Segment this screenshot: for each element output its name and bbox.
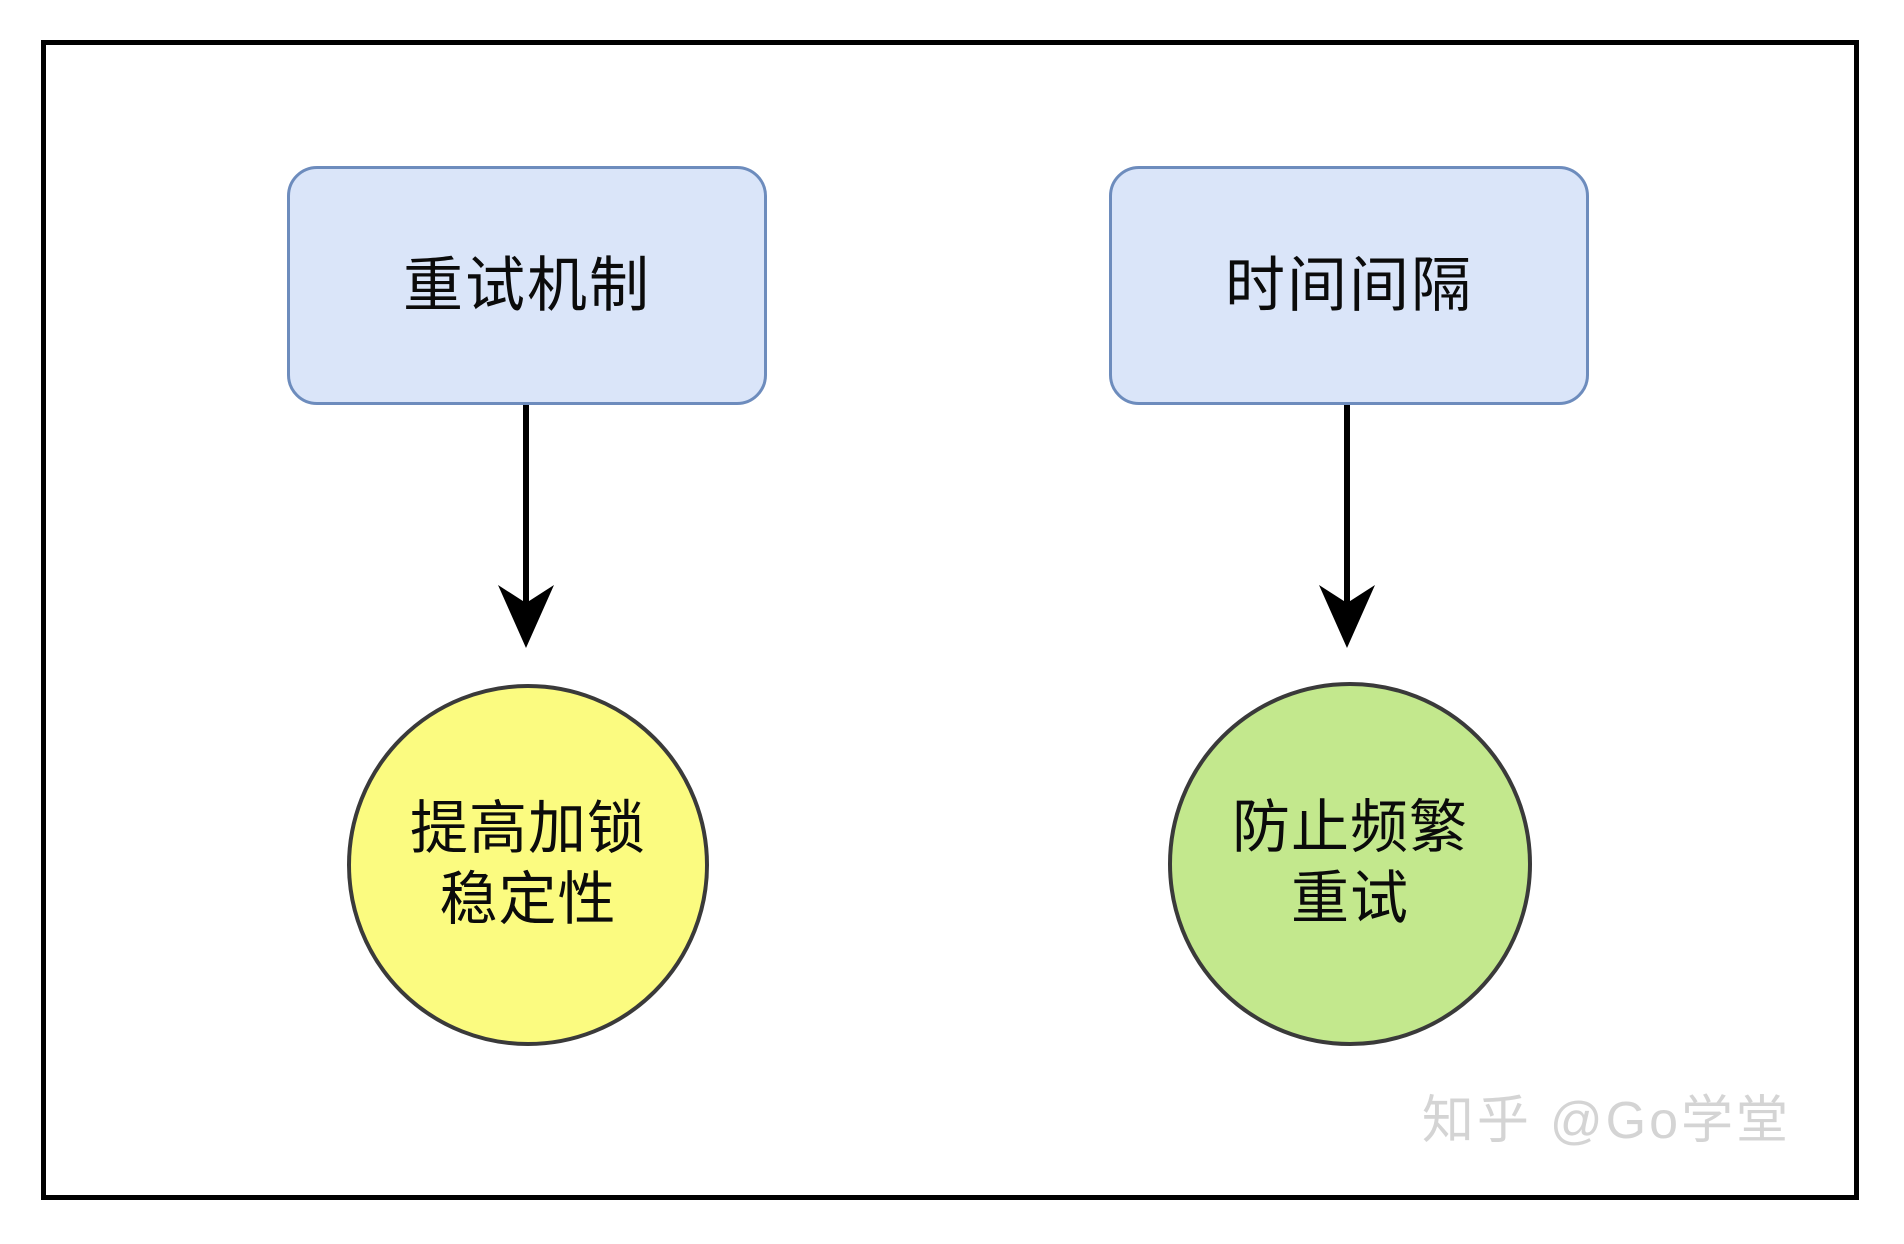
node-improve-stability-line2: 稳定性 xyxy=(439,867,617,932)
node-improve-stability[interactable]: 提高加锁 稳定性 xyxy=(347,684,709,1046)
node-time-interval[interactable]: 时间间隔 xyxy=(1109,166,1589,405)
node-prevent-retry[interactable]: 防止频繁 重试 xyxy=(1168,682,1532,1046)
watermark-handle: @Go学堂 xyxy=(1549,1092,1791,1150)
node-time-interval-label: 时间间隔 xyxy=(1225,252,1473,319)
node-retry-mechanism[interactable]: 重试机制 xyxy=(287,166,767,405)
edge-retry-to-stability xyxy=(498,363,554,648)
node-improve-stability-label: 提高加锁 稳定性 xyxy=(410,794,646,936)
node-prevent-retry-line2: 重试 xyxy=(1290,866,1409,931)
node-prevent-retry-label: 防止频繁 重试 xyxy=(1232,793,1468,935)
watermark: 知乎 @Go学堂 xyxy=(1422,1078,1791,1153)
node-retry-mechanism-label: 重试机制 xyxy=(403,252,651,319)
diagram-frame: 重试机制 时间间隔 提高加锁 稳定性 防止频繁 重试 知乎 @Go学堂 xyxy=(41,40,1859,1200)
edge-interval-to-prevent xyxy=(1319,363,1375,648)
watermark-brand: 知乎 xyxy=(1421,1092,1532,1150)
node-prevent-retry-line1: 防止频繁 xyxy=(1231,795,1468,861)
node-improve-stability-line1: 提高加锁 xyxy=(409,796,646,862)
